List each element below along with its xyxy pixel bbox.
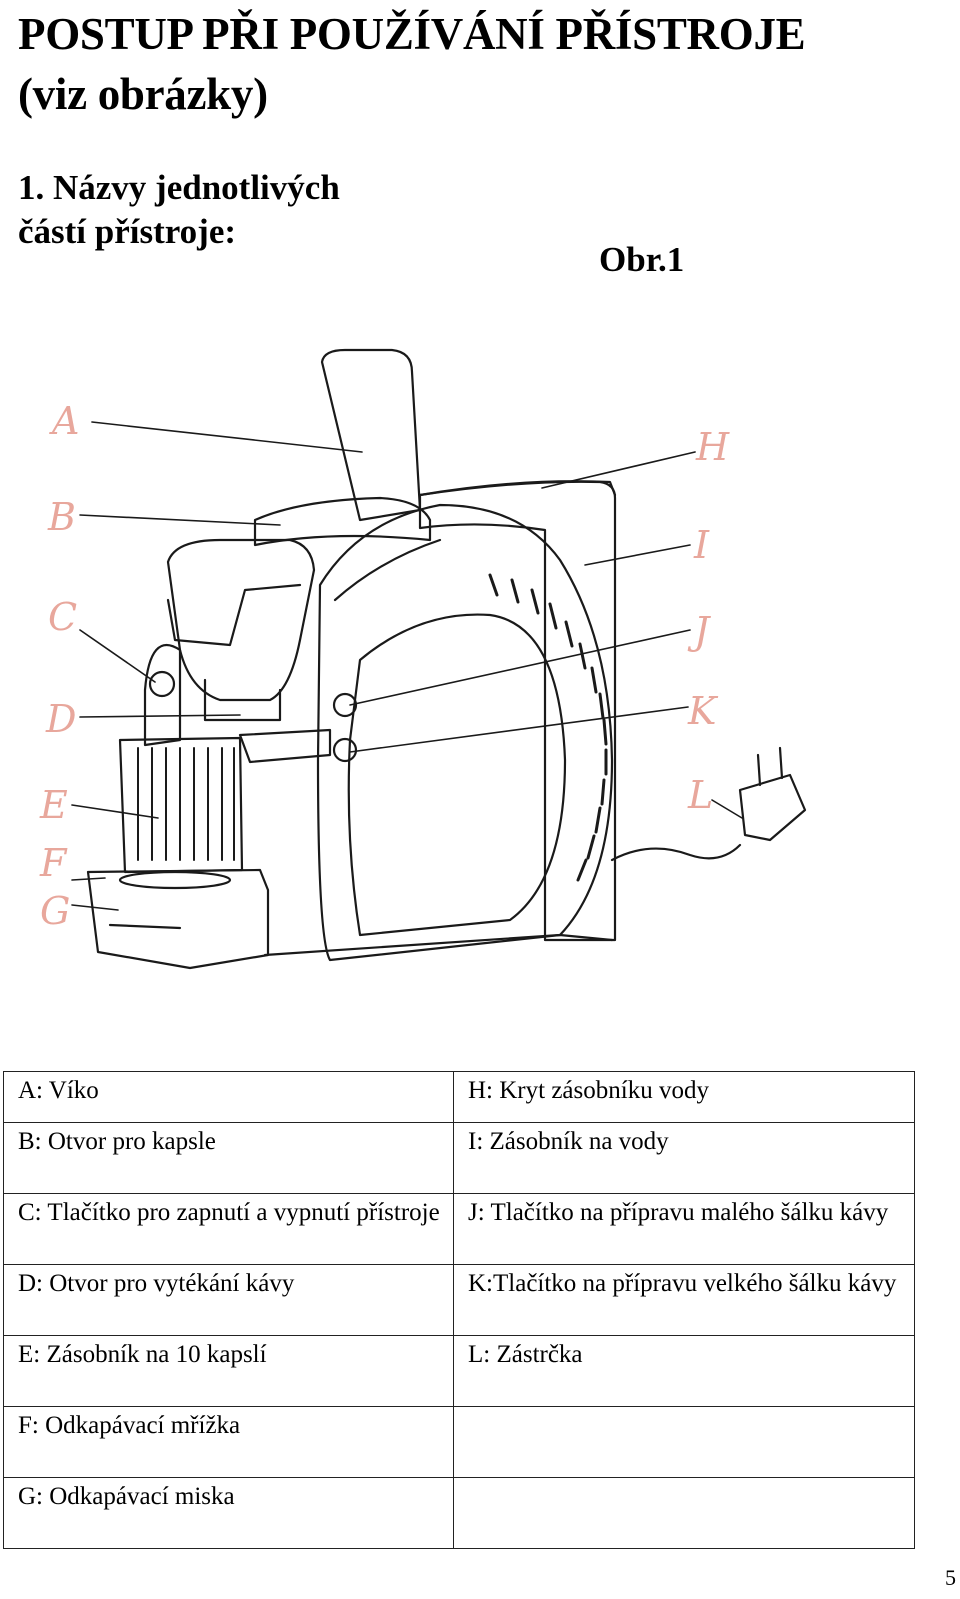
part-cell: D: Otvor pro vytékání kávy [3,1264,454,1336]
coffee-machine-illustration: A B C D E F G H I J K L [39,348,807,970]
part-cell: A: Víko [3,1071,454,1123]
lid-drawing [320,348,422,522]
callout-e: E [39,783,68,827]
capsule-opening-drawing [253,496,432,547]
page-title: POSTUP PŘI POUŽÍVÁNÍ PŘÍSTROJE (viz obrá… [18,4,806,124]
table-row: C: Tlačítko pro zapnutí a vypnutí přístr… [3,1193,915,1265]
part-cell: F: Odkapávací mřížka [3,1406,454,1478]
part-cell: C: Tlačítko pro zapnutí a vypnutí přístr… [3,1193,454,1265]
parts-table: A: Víko H: Kryt zásobníku vody B: Otvor … [3,1071,915,1549]
table-row: A: Víko H: Kryt zásobníku vody [3,1071,915,1123]
small-cup-button-drawing [332,692,358,718]
power-button-drawing [148,670,176,698]
part-cell: E: Zásobník na 10 kapslí [3,1335,454,1407]
machine-body-drawing [316,503,614,962]
part-cell [453,1406,915,1478]
table-row: B: Otvor pro kapsle I: Zásobník na vody [3,1122,915,1194]
power-cord-drawing [610,843,742,862]
callout-i: I [693,523,710,567]
table-row: G: Odkapávací miska [3,1477,915,1549]
figure-label: Obr.1 [599,240,685,279]
callout-g: G [40,889,70,933]
part-cell: B: Otvor pro kapsle [3,1122,454,1194]
callout-k: K [687,689,719,733]
water-tank-drawing [418,480,617,942]
callout-f: F [39,841,68,885]
part-cell: J: Tlačítko na přípravu malého šálku káv… [453,1193,915,1265]
callout-d: D [45,697,76,741]
section-heading-line-2: částí přístroje: [18,212,237,251]
title-line-1: POSTUP PŘI POUŽÍVÁNÍ PŘÍSTROJE [18,9,806,59]
section-heading-line-1: 1. Názvy jednotlivých [18,168,340,207]
title-line-2: (viz obrázky) [18,69,268,119]
callout-j: J [687,609,711,653]
plug-drawing [738,773,807,842]
table-row: F: Odkapávací mřížka [3,1406,915,1478]
part-cell: K:Tlačítko na přípravu velkého šálku káv… [453,1264,915,1336]
brew-head-drawing [166,538,316,702]
drip-tray-drawing [86,868,270,970]
part-cell: I: Zásobník na vody [453,1122,915,1194]
callout-c: C [48,595,77,639]
section-heading: 1. Názvy jednotlivých částí přístroje: [18,166,340,254]
table-row: E: Zásobník na 10 kapslí L: Zástrčka [3,1335,915,1407]
large-cup-button-drawing [332,737,358,763]
part-cell: G: Odkapávací miska [3,1477,454,1549]
part-cell: L: Zástrčka [453,1335,915,1407]
table-row: D: Otvor pro vytékání kávy K:Tlačítko na… [3,1264,915,1336]
callout-h: H [695,425,730,469]
callout-l: L [687,773,713,817]
part-cell: H: Kryt zásobníku vody [453,1071,915,1123]
part-cell [453,1477,915,1549]
callout-b: B [47,495,76,539]
callout-a: A [49,399,79,443]
page-number: 5 [945,1565,956,1590]
